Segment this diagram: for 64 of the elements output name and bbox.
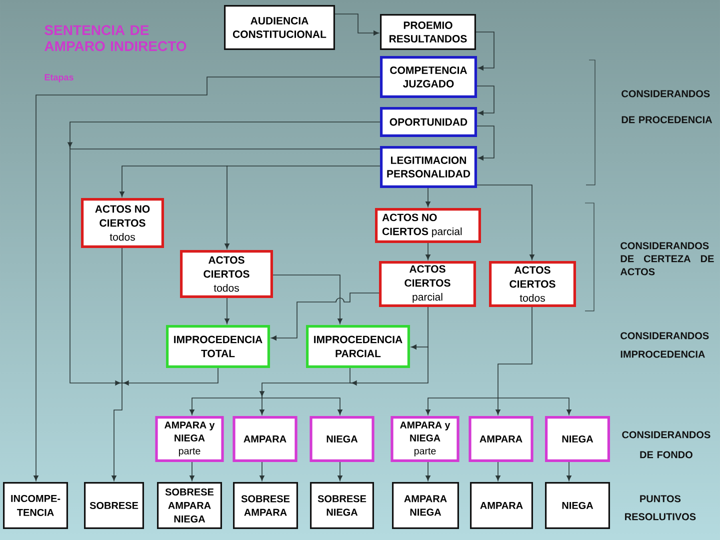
process-box: AMPARA y NIEGA parte [155, 416, 224, 462]
arrow [190, 462, 194, 481]
arrow [497, 398, 572, 415]
process-box: ACTOS CIERTOS todos [180, 250, 273, 298]
arrow [271, 292, 380, 340]
section-label: CONSIDERANDOS IMPROCEDENCIA [620, 332, 709, 358]
arrow [476, 86, 494, 116]
process-box: ACTOS NO CIERTOS parcial [375, 208, 481, 243]
arrow [476, 32, 494, 70]
connector-line [70, 148, 380, 150]
arrow [426, 188, 430, 207]
arrow [338, 462, 342, 481]
process-box: OPORTUNIDAD [380, 107, 477, 137]
section-label: CONSIDERANDOS DE FONDO [622, 431, 710, 458]
section-label: CONSIDERANDOS DE CERTEZA DE ACTOS [620, 242, 714, 276]
process-box: INCOMPE- TENCIA [3, 482, 68, 529]
section-label: PUNTOS RESOLUTIVOS [625, 495, 696, 520]
process-box: ACTOS CIERTOS todos [489, 260, 576, 307]
process-box: SOBRESE [84, 482, 144, 529]
connector-line [498, 306, 532, 399]
arrow [70, 146, 122, 386]
arrow [224, 165, 230, 249]
process-box: SOBRESE AMPARA NIEGA [157, 482, 222, 529]
arrow [224, 298, 230, 324]
arrow [426, 398, 499, 415]
arrow [566, 462, 572, 481]
process-box: AMPARA NIEGA [392, 482, 459, 529]
process-box: IMPROCEDENCIA PARCIAL [306, 324, 410, 368]
process-box: ACTOS NO CIERTOS todos [81, 198, 164, 248]
arrow [496, 462, 500, 481]
process-box: NIEGA [545, 416, 610, 462]
section-label: CONSIDERANDOS DE PROCEDENCIA [622, 90, 712, 124]
arrow [190, 398, 263, 415]
process-box: AMPARA [232, 416, 298, 462]
arrow [334, 14, 379, 36]
process-box: SOBRESE AMPARA [233, 482, 298, 529]
arrow [411, 344, 429, 350]
arrow [68, 122, 380, 150]
process-box: AMPARA [470, 482, 533, 529]
process-box: NIEGA [545, 482, 610, 529]
arrow [496, 397, 500, 415]
process-box: SOBRESE NIEGA [310, 482, 374, 529]
process-box: LEGITIMACION PERSONALIDAD [380, 146, 477, 188]
process-box: AUDIENCIA CONSTITUCIONAL [224, 5, 335, 50]
arrow [272, 274, 342, 324]
process-box: PROEMIO RESULTANDOS [380, 14, 476, 50]
process-box: AMPARA [468, 416, 534, 462]
arrow [122, 368, 218, 386]
arrow [476, 184, 534, 260]
process-box: AMPARA y NIEGA parte [390, 416, 460, 462]
subtitle: Etapas [44, 74, 74, 82]
arrow [261, 398, 342, 415]
process-box: IMPROCEDENCIA TOTAL [166, 324, 270, 368]
arrow [260, 462, 264, 481]
arrow [120, 166, 228, 197]
arrow [34, 76, 380, 481]
process-box: COMPETENCIA JUZGADO [380, 56, 477, 98]
title: SENTENCIA DE AMPARO INDIRECTO [44, 25, 186, 52]
arrow [426, 462, 430, 481]
arrow [476, 126, 494, 160]
arrow [350, 346, 428, 386]
process-box: ACTOS CIERTOS parcial [379, 260, 476, 307]
process-box: NIEGA [310, 416, 374, 462]
arrow [426, 242, 430, 260]
